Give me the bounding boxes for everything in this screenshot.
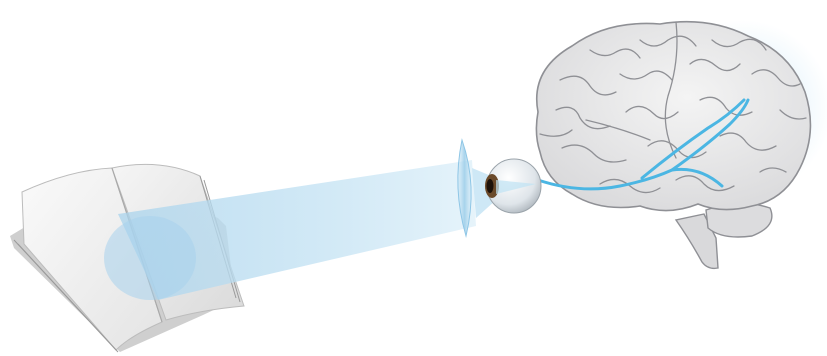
beam-spot-on-page	[104, 216, 196, 300]
eyeball	[485, 159, 541, 213]
eye-pupil	[487, 179, 494, 193]
brain	[536, 22, 810, 269]
